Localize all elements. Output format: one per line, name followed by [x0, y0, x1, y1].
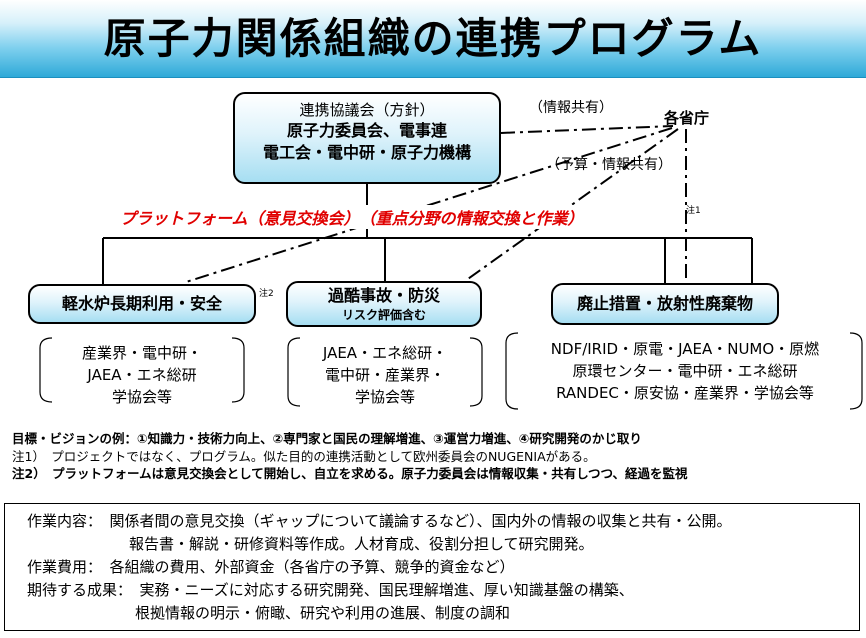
member-line: RANDEC・原安協・産業界・学協会等 — [556, 384, 814, 402]
member-line: 学協会等 — [354, 388, 415, 406]
members3-left-bracket — [505, 332, 519, 410]
members1-right-bracket — [231, 337, 245, 403]
note2-text: 注2） プラットフォームは意見交換会として開始し、自立を求める。原子力委員会は情… — [12, 466, 688, 481]
goals-note: 目標・ビジョンの例：①知識力・技術力向上、②専門家と国民の理解増進、③運営力増進… — [12, 431, 642, 446]
member-line: JAEA・エネ総研 — [87, 366, 197, 384]
work-content-line: 作業内容： 関係者間の意見交換（ギャップについて議論するなど）、国内外の情報の収… — [27, 512, 732, 530]
council-title: 連携協議会（方針） — [299, 101, 435, 119]
member-line: 原環センター・電中研・エネ総研 — [572, 362, 798, 380]
member-line: NDF/IRID・原電・JAEA・NUMO・原燃 — [550, 340, 820, 358]
topic-box-lwr-safety: 軽水炉長期利用・安全 — [28, 284, 256, 324]
member-line: JAEA・エネ総研・ — [322, 344, 448, 362]
budget-share-label: （予算・情報共有） — [546, 157, 672, 173]
ministries-label: 各省庁 — [664, 109, 710, 127]
page-title: 原子力関係組織の連携プログラム — [103, 14, 763, 63]
member-line: 電中研・産業界・ — [324, 366, 445, 384]
council-members-line2: 電工会・電中研・原子力機構 — [262, 143, 471, 162]
notes-section: 目標・ビジョンの例：①知識力・技術力向上、②専門家と国民の理解増進、③運営力増進… — [12, 430, 862, 483]
members-lwr-safety: 産業界・電中研・ JAEA・エネ総研 学協会等 — [42, 342, 242, 408]
note1-text: 注1） プロジェクトではなく、プログラム。似た目的の連携活動として欧州委員会のN… — [12, 448, 596, 464]
platform-label: プラットフォーム（意見交換会） （重点分野の情報交換と作業） — [118, 205, 586, 229]
work-cost-line: 作業費用： 各組織の費用、外部資金（各省庁の予算、競争的資金など） — [27, 558, 515, 576]
council-members-line1: 原子力委員会、電事連 — [286, 121, 447, 140]
members1-left-bracket — [39, 337, 53, 403]
members-decommissioning: NDF/IRID・原電・JAEA・NUMO・原燃 原環センター・電中研・エネ総研… — [513, 338, 857, 404]
members2-left-bracket — [287, 337, 301, 407]
expected-results-line-cont: 根拠情報の明示・俯瞰、研究や利用の進展、制度の調和 — [135, 604, 511, 622]
note2-mark: 注2 — [259, 289, 274, 299]
ministries-council-dashed-line — [500, 125, 674, 134]
topic-sublabel: リスク評価含む — [341, 308, 426, 322]
title-banner: 原子力関係組織の連携プログラム — [0, 0, 866, 78]
topic-label: 廃止措置・放射性廃棄物 — [576, 294, 753, 313]
topic-label: 過酷事故・防災 — [327, 286, 440, 305]
ministries-topic2-dashdot-line — [464, 128, 679, 282]
member-line: 学協会等 — [111, 388, 172, 406]
member-line: 産業界・電中研・ — [81, 344, 202, 362]
work-summary-box: 作業内容： 関係者間の意見交換（ギャップについて議論するなど）、国内外の情報の収… — [4, 503, 860, 631]
members3-right-bracket — [849, 332, 863, 410]
info-share-label: （情報共有） — [529, 100, 613, 116]
note1-mark: 注1 — [686, 206, 701, 216]
topic-box-decommissioning: 廃止措置・放射性廃棄物 — [551, 283, 779, 325]
expected-results-line: 期待する成果： 実務・ニーズに対応する研究開発、国民理解増進、厚い知識基盤の構築… — [27, 581, 634, 599]
members-severe-accident: JAEA・エネ総研・ 電中研・産業界・ 学協会等 — [300, 342, 470, 408]
members2-right-bracket — [469, 337, 483, 407]
topic-box-severe-accident: 過酷事故・防災 リスク評価含む — [286, 281, 482, 327]
work-content-line-cont: 報告書・解説・研修資料等作成。人材育成、役割分担して研究開発。 — [129, 535, 594, 553]
topic-label: 軽水炉長期利用・安全 — [61, 294, 222, 313]
council-box: 連携協議会（方針） 原子力委員会、電事連 電工会・電中研・原子力機構 — [233, 92, 501, 184]
